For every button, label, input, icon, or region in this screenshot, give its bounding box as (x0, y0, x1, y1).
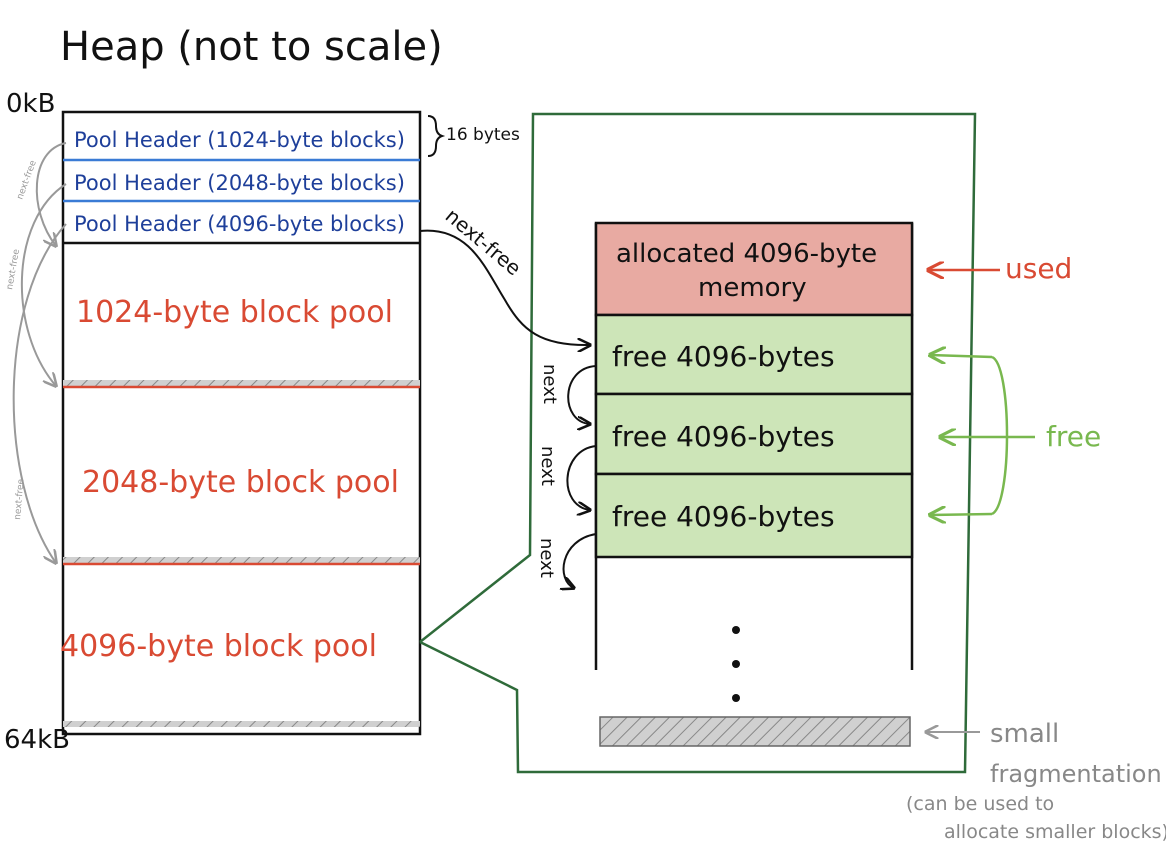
heap-outline (61, 110, 422, 736)
pool-end-hatch (63, 721, 420, 727)
next-free-label: next-free (5, 248, 22, 291)
free-block-label: free 4096-bytes (612, 340, 835, 373)
allocated-block-label: allocated 4096-byte (616, 239, 877, 269)
next-label: next (536, 538, 557, 578)
pool-separator-hatch (63, 380, 420, 386)
pool-label-2048: 2048-byte block pool (82, 465, 399, 500)
next-arrow (566, 445, 597, 510)
address-end-label: 64kB (4, 725, 70, 755)
fragmentation-block (599, 716, 911, 747)
free-brace (991, 355, 1009, 516)
fragmentation-note: allocate smaller blocks) (944, 821, 1166, 843)
diagram-title: Heap (not to scale) (60, 24, 443, 70)
fragmentation-label: small (990, 719, 1059, 749)
header-size-brace (427, 115, 446, 157)
next-arrow (564, 533, 597, 588)
pool-label-1024: 1024-byte block pool (76, 295, 393, 330)
free-arrow (930, 514, 993, 515)
ellipsis-dot (732, 660, 740, 668)
next-free-arrow-main (419, 229, 590, 345)
free-block (594, 392, 914, 476)
next-arrow (567, 365, 597, 424)
fragmentation-note: (can be used to (906, 793, 1054, 815)
next-free-arrow (21, 183, 67, 386)
next-free-label: next-free (15, 159, 39, 201)
pool-header-1024: Pool Header (1024-byte blocks) (74, 128, 405, 152)
free-block-label: free 4096-bytes (612, 500, 835, 533)
free-arrow (930, 355, 993, 357)
next-free-label: next-free (13, 478, 27, 520)
free-block (594, 313, 914, 396)
used-legend-label: used (1005, 252, 1072, 285)
fragmentation-label: fragmentation (990, 760, 1162, 788)
next-label: next (537, 446, 558, 486)
pool-separator-hatch (63, 557, 420, 563)
detail-callout-outline (419, 112, 977, 774)
pool-header-2048: Pool Header (2048-byte blocks) (74, 171, 405, 195)
next-label: next (539, 364, 560, 404)
ellipsis-dot (732, 694, 740, 702)
address-start-label: 0kB (6, 89, 55, 119)
next-free-label-main: next-free (441, 203, 526, 280)
next-free-arrow (35, 142, 67, 246)
free-block (594, 472, 914, 559)
header-size-label: 16 bytes (446, 125, 520, 145)
next-free-arrow (12, 223, 67, 563)
free-block-label: free 4096-bytes (612, 420, 835, 453)
pool-label-4096: 4096-byte block pool (60, 629, 377, 664)
allocated-block (594, 221, 914, 317)
ellipsis-dot (732, 626, 740, 634)
allocated-block-label: memory (698, 273, 807, 303)
pool-header-4096: Pool Header (4096-byte blocks) (74, 212, 405, 236)
free-legend-label: free (1046, 420, 1101, 453)
